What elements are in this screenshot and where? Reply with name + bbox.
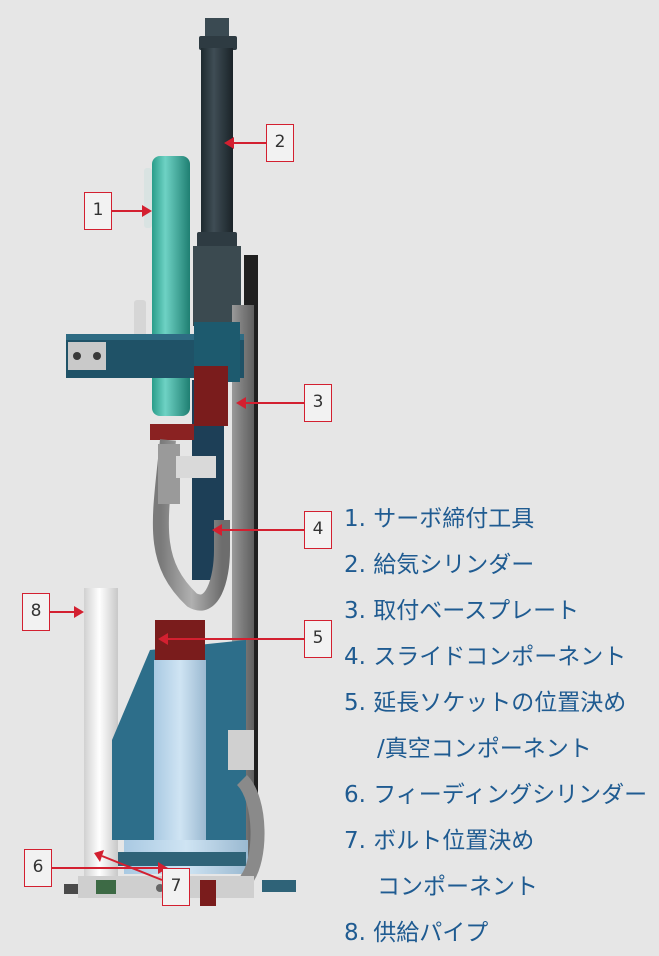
legend-item-5-cont: /真空コンポーネント [377, 736, 592, 762]
callout-7: 7 [162, 868, 190, 906]
parts-legend: 1. サーボ締付工具 2. 給気シリンダー 3. 取付ベースプレート 4. スラ… [344, 496, 647, 956]
callout-2: 2 [266, 124, 294, 162]
legend-item-4: 4. スライドコンポーネント [344, 644, 627, 670]
machine-illustration [50, 18, 304, 906]
legend-item-1: 1. サーボ締付工具 [344, 506, 535, 532]
legend-item-8: 8. 供給パイプ [344, 920, 489, 946]
air-cylinder [193, 18, 241, 326]
legend-item-2: 2. 給気シリンダー [344, 552, 535, 578]
callout-8: 8 [22, 593, 50, 631]
legend-item-3: 3. 取付ベースプレート [344, 598, 580, 624]
hose [152, 439, 230, 611]
callout-3: 3 [304, 384, 332, 422]
legend-item-6: 6. フィーディングシリンダー [344, 782, 648, 808]
callout-5: 5 [304, 620, 332, 658]
horizontal-bracket [66, 322, 244, 382]
legend-item-5: 5. 延長ソケットの位置決め [344, 690, 627, 716]
legend-item-7-cont: コンポーネント [377, 874, 538, 900]
callout-arrows [50, 137, 304, 881]
lower-assembly [112, 620, 265, 885]
callout-4: 4 [304, 511, 332, 549]
callout-6: 6 [24, 849, 52, 887]
callout-1: 1 [84, 192, 112, 230]
legend-item-7: 7. ボルト位置決め [344, 828, 535, 854]
